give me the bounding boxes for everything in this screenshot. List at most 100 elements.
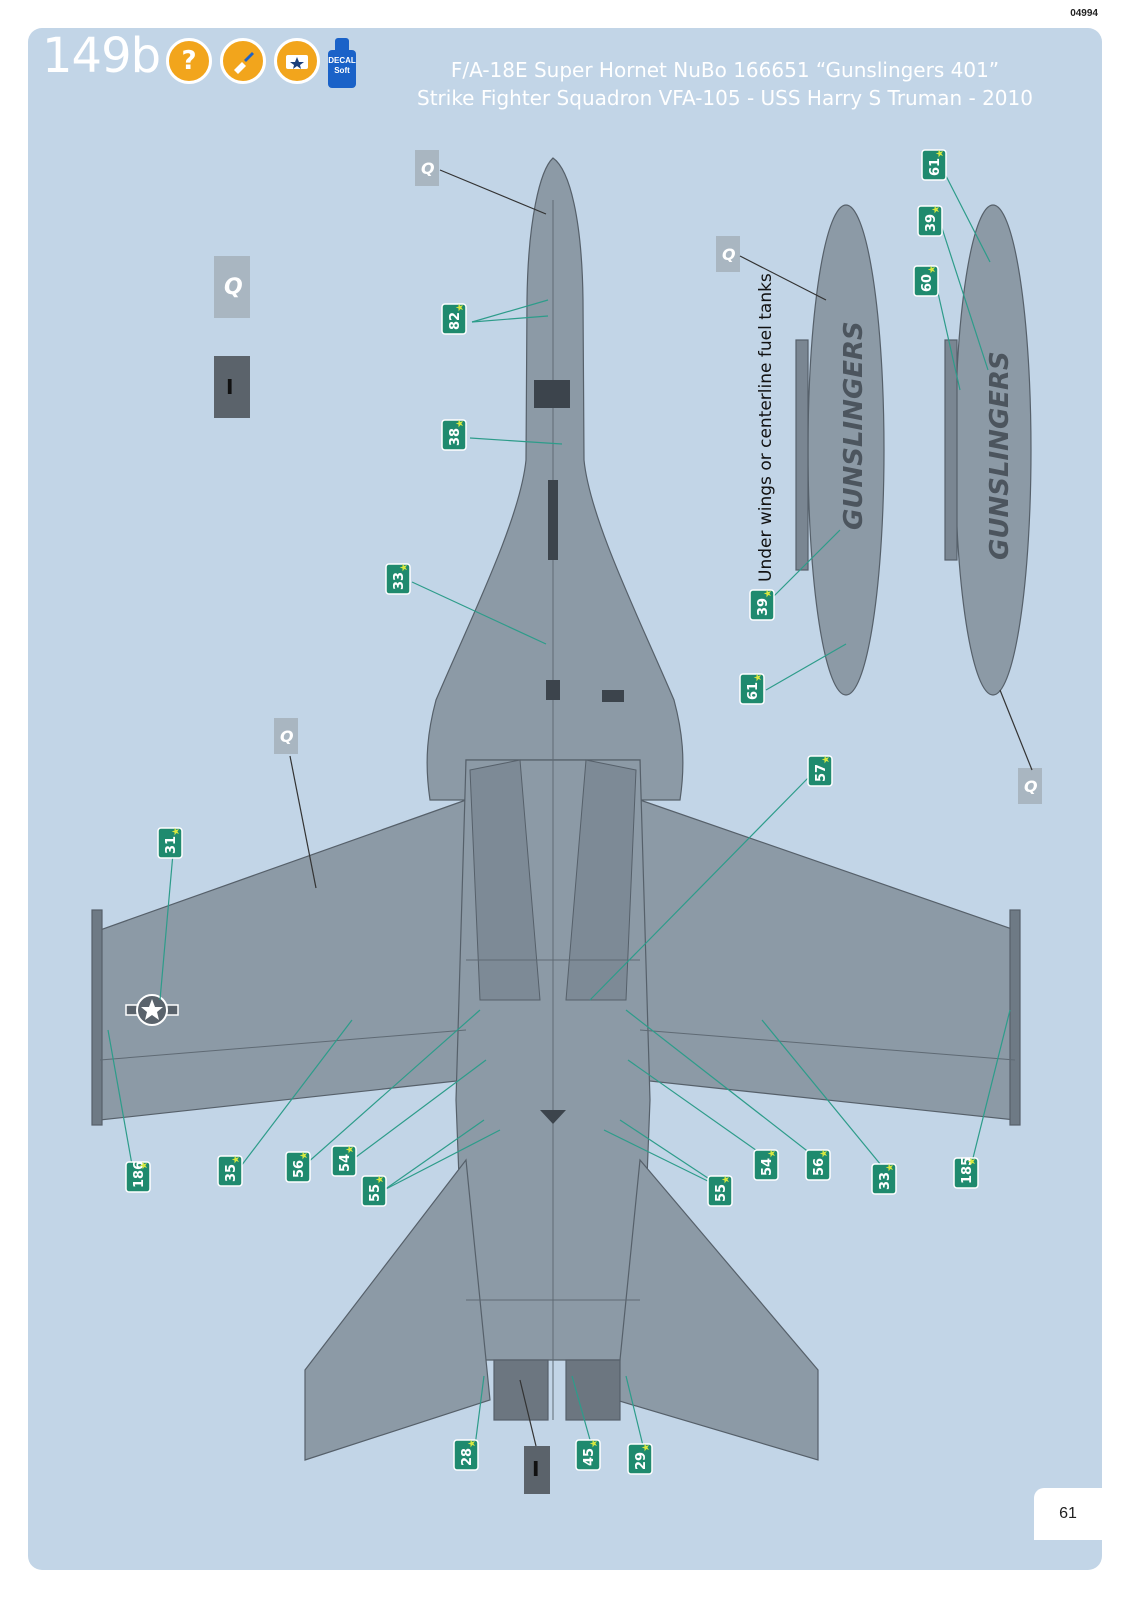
svg-text:★: ★ bbox=[885, 1163, 896, 1172]
title-line-2: Strike Fighter Squadron VFA-105 - USS Ha… bbox=[417, 86, 1033, 110]
decal-soft-bottle-icon: DECAL Soft bbox=[328, 38, 356, 88]
svg-text:35: 35 bbox=[224, 1164, 239, 1182]
svg-text:★: ★ bbox=[821, 755, 832, 764]
decal-badge-39: 39★ bbox=[917, 205, 943, 237]
panel-lines bbox=[99, 200, 1016, 1420]
question-icon: ? bbox=[166, 38, 212, 84]
svg-text:I: I bbox=[226, 375, 233, 399]
svg-text:39: 39 bbox=[756, 598, 771, 616]
svg-text:★: ★ bbox=[467, 1439, 478, 1448]
svg-text:★: ★ bbox=[399, 563, 410, 572]
decal-badges: 82★38★33★31★186★35★56★54★55★57★54★56★33★… bbox=[125, 149, 979, 1475]
svg-text:★: ★ bbox=[935, 149, 946, 158]
svg-text:185: 185 bbox=[960, 1157, 975, 1184]
decal-badge-61: 61★ bbox=[921, 149, 947, 181]
svg-text:39: 39 bbox=[924, 214, 939, 232]
svg-text:★: ★ bbox=[139, 1161, 150, 1170]
decal-badge-185: 185★ bbox=[953, 1157, 979, 1189]
svg-text:45: 45 bbox=[582, 1448, 597, 1466]
svg-text:I: I bbox=[532, 1457, 539, 1481]
paint-brush-icon bbox=[220, 38, 266, 84]
svg-text:★: ★ bbox=[927, 265, 938, 274]
svg-text:★: ★ bbox=[819, 1149, 830, 1158]
svg-text:★: ★ bbox=[299, 1151, 310, 1160]
paint-leader-lines bbox=[289, 169, 1033, 1447]
step-number: 149b bbox=[42, 28, 161, 84]
svg-text:★: ★ bbox=[931, 205, 942, 214]
intake-outline bbox=[469, 759, 637, 1001]
page-number: 61 bbox=[1034, 1488, 1102, 1540]
svg-text:Q: Q bbox=[224, 275, 243, 300]
svg-text:55: 55 bbox=[368, 1184, 383, 1202]
svg-text:Q: Q bbox=[421, 159, 435, 178]
decal-badge-33: 33★ bbox=[385, 563, 411, 595]
decal-apply-icon bbox=[274, 38, 320, 84]
svg-text:33: 33 bbox=[878, 1172, 893, 1190]
svg-text:★: ★ bbox=[721, 1175, 732, 1184]
svg-text:★: ★ bbox=[455, 303, 466, 312]
decal-badge-54: 54★ bbox=[753, 1149, 779, 1181]
fuel-tank-left bbox=[795, 204, 885, 696]
svg-text:Q: Q bbox=[280, 727, 294, 746]
svg-text:Q: Q bbox=[722, 245, 736, 264]
svg-text:★: ★ bbox=[641, 1443, 652, 1452]
svg-text:186: 186 bbox=[132, 1161, 147, 1188]
svg-text:60: 60 bbox=[920, 274, 935, 292]
decal-badge-33: 33★ bbox=[871, 1163, 897, 1195]
svg-text:Q: Q bbox=[1024, 777, 1038, 796]
decal-badge-57: 57★ bbox=[807, 755, 833, 787]
svg-text:★: ★ bbox=[589, 1439, 600, 1448]
decal-badge-82: 82★ bbox=[441, 303, 467, 335]
decal-badge-186: 186★ bbox=[125, 1161, 151, 1193]
decal-badge-56: 56★ bbox=[285, 1151, 311, 1183]
decal-badge-61: 61★ bbox=[739, 673, 765, 705]
svg-text:★: ★ bbox=[375, 1175, 386, 1184]
decal-badge-60: 60★ bbox=[913, 265, 939, 297]
decal-badge-55: 55★ bbox=[361, 1175, 387, 1207]
decal-badge-55: 55★ bbox=[707, 1175, 733, 1207]
tank-gunslingers-right: GUNSLINGERS bbox=[985, 351, 1015, 560]
catalog-number: 04994 bbox=[1070, 8, 1098, 19]
svg-text:61: 61 bbox=[928, 158, 943, 176]
svg-text:★: ★ bbox=[231, 1155, 242, 1164]
svg-text:54: 54 bbox=[760, 1158, 775, 1176]
decal-badge-35: 35★ bbox=[217, 1155, 243, 1187]
hatch-details bbox=[534, 380, 624, 1124]
svg-text:55: 55 bbox=[714, 1184, 729, 1202]
paint-flag-i: I I bbox=[214, 356, 550, 1494]
svg-text:★: ★ bbox=[967, 1157, 978, 1166]
svg-text:54: 54 bbox=[338, 1154, 353, 1172]
svg-text:★: ★ bbox=[345, 1145, 356, 1154]
svg-text:38: 38 bbox=[448, 428, 463, 446]
svg-text:82: 82 bbox=[448, 312, 463, 330]
decal-badge-39: 39★ bbox=[749, 589, 775, 621]
svg-text:56: 56 bbox=[812, 1158, 827, 1176]
svg-text:★: ★ bbox=[455, 419, 466, 428]
svg-text:★: ★ bbox=[753, 673, 764, 682]
svg-text:31: 31 bbox=[164, 836, 179, 854]
tank-gunslingers-left: GUNSLINGERS bbox=[839, 321, 869, 530]
national-insignia bbox=[125, 994, 179, 1026]
decal-badge-28: 28★ bbox=[453, 1439, 479, 1471]
svg-text:29: 29 bbox=[634, 1452, 649, 1470]
svg-text:61: 61 bbox=[746, 682, 761, 700]
decal-badge-38: 38★ bbox=[441, 419, 467, 451]
title-line-1: F/A-18E Super Hornet NuBo 166651 “Gunsli… bbox=[450, 58, 1000, 82]
svg-text:★: ★ bbox=[171, 827, 182, 836]
svg-text:57: 57 bbox=[814, 764, 829, 782]
svg-text:33: 33 bbox=[392, 572, 407, 590]
svg-text:28: 28 bbox=[460, 1448, 475, 1466]
step-icons: ? DECAL Soft bbox=[166, 38, 356, 88]
fuel-tank-note: Under wings or centerline fuel tanks bbox=[756, 273, 776, 582]
svg-text:56: 56 bbox=[292, 1160, 307, 1178]
decal-badge-31: 31★ bbox=[157, 827, 183, 859]
paint-flag-q: Q Q Q Q Q bbox=[214, 150, 1042, 804]
svg-text:★: ★ bbox=[763, 589, 774, 598]
decal-badge-54: 54★ bbox=[331, 1145, 357, 1177]
decal-badge-56: 56★ bbox=[805, 1149, 831, 1181]
decal-badge-29: 29★ bbox=[627, 1443, 653, 1475]
aircraft-title: F/A-18E Super Hornet NuBo 166651 “Gunsli… bbox=[380, 56, 1070, 112]
decal-badge-45: 45★ bbox=[575, 1439, 601, 1471]
svg-text:★: ★ bbox=[767, 1149, 778, 1158]
